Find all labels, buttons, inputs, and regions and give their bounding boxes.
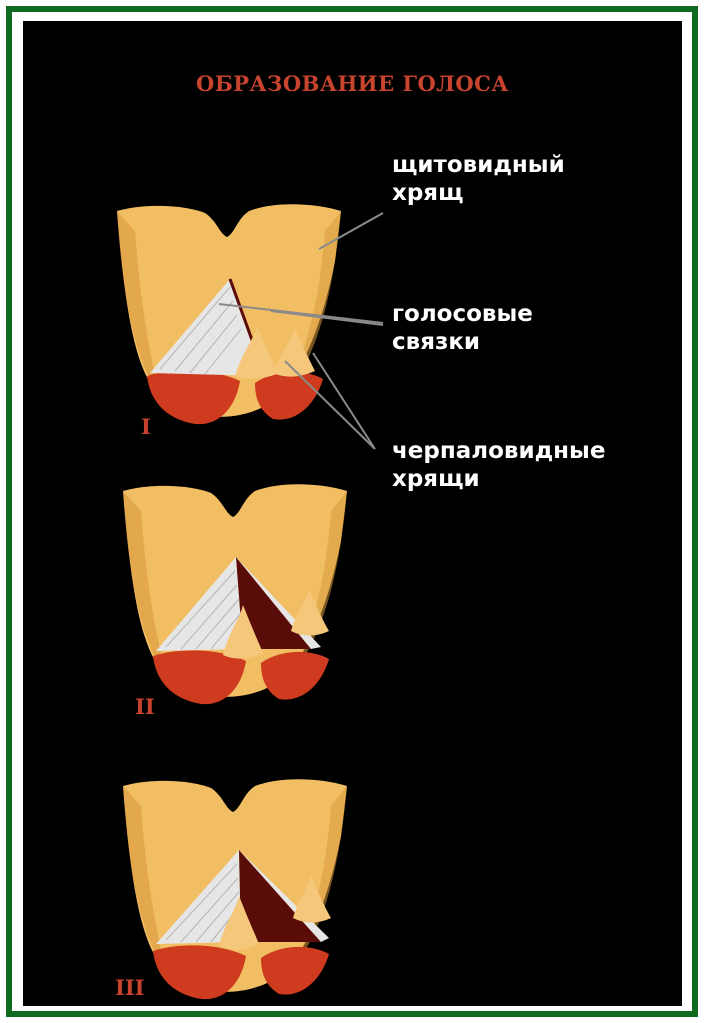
leader-arytenoid-b xyxy=(313,353,375,449)
numeral-3: III xyxy=(115,975,144,1000)
leader-arytenoid-a xyxy=(285,361,375,449)
numeral-1: I xyxy=(141,414,151,439)
label-cords-line1: голосовые xyxy=(392,300,533,328)
numeral-2: II xyxy=(135,694,155,719)
label-arytenoid-line2: хрящи xyxy=(392,465,605,493)
leader-thyroid xyxy=(319,213,383,249)
label-vocal-cords: голосовые связки xyxy=(392,300,533,356)
label-arytenoid-cartilages: черпаловидные хрящи xyxy=(392,437,605,493)
label-thyroid-cartilage: щитовидный хрящ xyxy=(392,151,565,207)
label-thyroid-line2: хрящ xyxy=(392,179,565,207)
leader-lines xyxy=(23,21,682,1006)
leader-cords-a xyxy=(219,304,383,323)
label-arytenoid-line1: черпаловидные xyxy=(392,437,605,465)
leader-cords-b xyxy=(271,311,383,325)
black-panel: ОБРАЗОВАНИЕ ГОЛОСА xyxy=(23,21,682,1006)
label-cords-line2: связки xyxy=(392,328,533,356)
label-thyroid-line1: щитовидный xyxy=(392,151,565,179)
green-frame: ОБРАЗОВАНИЕ ГОЛОСА xyxy=(6,6,698,1017)
